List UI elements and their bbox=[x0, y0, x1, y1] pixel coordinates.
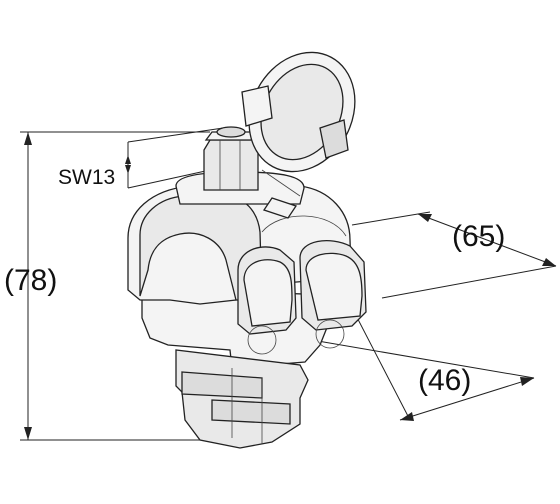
depth-label: (46) bbox=[418, 364, 471, 397]
wrench-size-dimension bbox=[125, 126, 231, 189]
width-label: (65) bbox=[452, 220, 505, 253]
connector-body bbox=[127, 51, 367, 449]
height-label: (78) bbox=[4, 264, 57, 297]
width-dimension bbox=[351, 211, 557, 299]
height-dimension bbox=[20, 131, 222, 441]
hinged-lid bbox=[241, 51, 356, 197]
wrench-size-label: SW13 bbox=[58, 166, 115, 189]
